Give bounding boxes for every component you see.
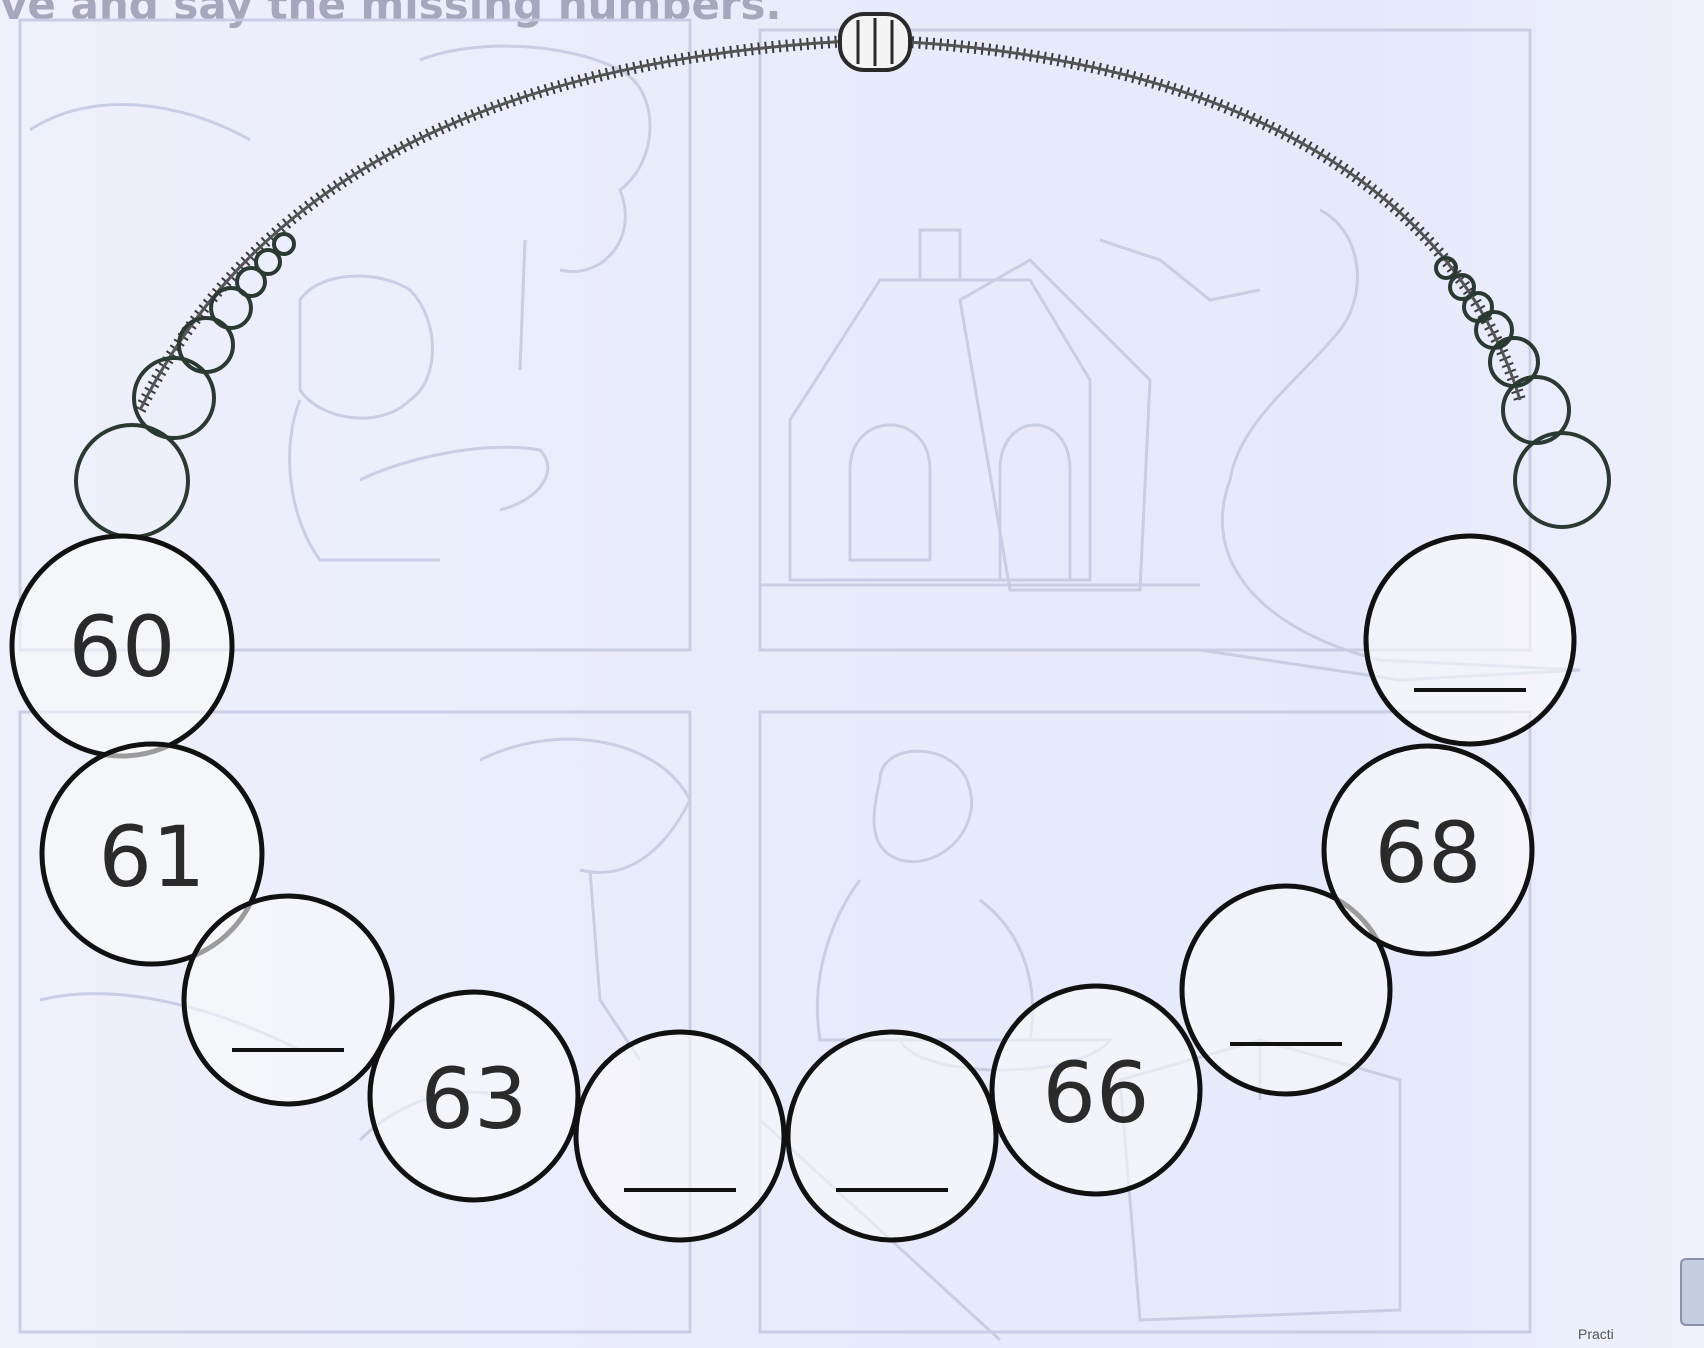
bead-label: 63 xyxy=(421,1050,528,1148)
bead-blank-64[interactable] xyxy=(576,1032,784,1240)
bead-label: 61 xyxy=(99,808,206,906)
bead-blank-65[interactable] xyxy=(788,1032,996,1240)
bead-label: 66 xyxy=(1043,1044,1150,1142)
footer-label: Practi xyxy=(1578,1326,1614,1342)
bead-label: 60 xyxy=(69,598,176,696)
bead-60: 60 xyxy=(12,536,232,756)
bead-blank-69[interactable] xyxy=(1366,536,1574,744)
bead-label: 68 xyxy=(1375,804,1482,902)
bead-66: 66 xyxy=(992,986,1200,1194)
small-beads-left xyxy=(76,234,294,537)
small-beads-right xyxy=(1436,258,1609,527)
bead-blank-62[interactable] xyxy=(184,896,392,1104)
necklace-string xyxy=(140,40,1520,410)
page-tab-icon xyxy=(1680,1258,1704,1326)
bead-63: 63 xyxy=(370,992,578,1200)
bead-68: 68 xyxy=(1324,746,1532,954)
clasp-icon xyxy=(840,14,910,70)
